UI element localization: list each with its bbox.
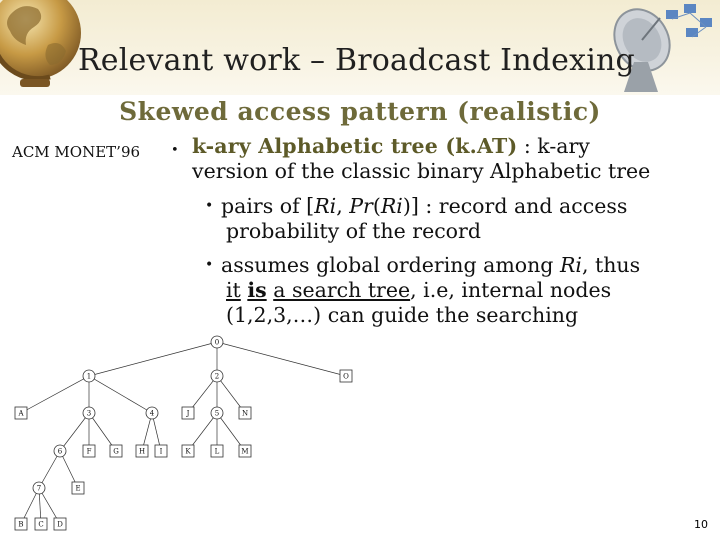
tree-node-label: 5 [215, 410, 219, 418]
tree-leaf [34, 517, 48, 531]
tree-leaf-label: G [113, 448, 119, 456]
tree-node [32, 481, 46, 495]
title-banner [0, 0, 720, 95]
tree-leaf-label: J [186, 410, 190, 418]
sub-bullet-symbol: • [205, 257, 214, 273]
ri-term: Ri [559, 253, 582, 277]
tree-leaf [238, 444, 252, 458]
tree-node [210, 369, 224, 383]
tree-leaf-label: M [241, 448, 248, 456]
tree-node-label: 4 [150, 410, 155, 418]
tree-node [53, 444, 67, 458]
tree-leaf-label: K [185, 448, 191, 456]
slide-title: Relevant work – Broadcast Indexing [78, 43, 635, 78]
tree-node [82, 406, 96, 420]
it-text: it [226, 278, 241, 302]
tree-leaf [53, 517, 67, 531]
ordering-text: assumes global ordering among [221, 253, 560, 277]
tree-leaf-label: H [139, 448, 145, 456]
tree-leaf [154, 444, 168, 458]
tree-node-label: 2 [215, 373, 219, 381]
search-tree-line: it is a search tree, i.e, internal nodes [205, 278, 705, 303]
tree-leaf-label: E [75, 485, 80, 493]
tree-node-label: 7 [37, 485, 41, 493]
tree-node [145, 406, 159, 420]
globe-icon [0, 0, 90, 95]
venue-label: ACM MONET’96 [12, 143, 141, 161]
tree-leaf [181, 444, 195, 458]
tree-node [210, 406, 224, 420]
tree-leaf-label: I [160, 448, 163, 456]
ri-term: Ri [380, 194, 403, 218]
tree-node-label: 1 [87, 373, 91, 381]
slide-number: 10 [694, 518, 708, 531]
tree-leaf-label: B [18, 521, 23, 529]
tree-leaf-label: A [17, 410, 24, 418]
pairs-text: pairs of [ [221, 194, 315, 218]
paren-text: ( [372, 194, 381, 218]
main-bullet-symbol: • [171, 143, 179, 158]
sub-bullet-ordering: •assumes global ordering among Ri, thus … [205, 253, 705, 328]
tree-node-label: 0 [215, 339, 219, 347]
network-computers-icon [666, 4, 712, 38]
tree-leaf [82, 444, 96, 458]
tree-leaf [71, 481, 85, 495]
sub-bullet-symbol: • [205, 198, 214, 214]
tree-node [210, 335, 224, 349]
guide-searching-text: (1,2,3,…) can guide the searching [226, 303, 579, 327]
ri-term: Ri [314, 194, 337, 218]
sub-bullet-pairs: •pairs of [Ri, Pr(Ri)] : record and acce… [205, 194, 705, 244]
tree-leaf-label: D [57, 521, 63, 529]
tree-leaf-label: O [343, 373, 349, 381]
alphabetic-tree-figure: 0 1 2 3 4 5 6 7 A B C D E F G H I J K L [8, 328, 360, 538]
pr-term: Pr [349, 194, 373, 218]
main-bullet-line1: : k-ary [517, 134, 590, 158]
probability-text: probability of the record [226, 219, 481, 243]
is-text: is [247, 278, 267, 302]
tree-leaf-label: N [242, 410, 248, 418]
tree-leaf-label: F [87, 448, 92, 456]
tree-node-label: 6 [58, 448, 63, 456]
tree-leaf [339, 369, 353, 383]
tree-node [82, 369, 96, 383]
tree-leaf-label: C [38, 521, 43, 529]
tree-leaf-label: L [215, 448, 220, 456]
record-access-text: )] : record and access [402, 194, 628, 218]
tree-leaf [181, 406, 195, 420]
satellite-dish-icon [600, 0, 720, 95]
main-bullet-text: k-ary Alphabetic tree (k.AT) : k-ary ver… [192, 134, 712, 184]
tree-leaf [135, 444, 149, 458]
slide-subtitle: Skewed access pattern (realistic) [119, 97, 601, 126]
tree-leaf [238, 406, 252, 420]
tree-leaf [109, 444, 123, 458]
tree-leaf [210, 444, 224, 458]
thus-text: , thus [581, 253, 641, 277]
main-bullet-line2: version of the classic binary Alphabetic… [192, 159, 651, 183]
comma-text: , [336, 194, 350, 218]
tree-leaf [14, 517, 28, 531]
search-tree-text: a search tree [273, 278, 411, 302]
tree-leaf [14, 406, 28, 420]
kat-term: k-ary Alphabetic tree (k.AT) [192, 134, 518, 158]
internal-nodes-text: , i.e, internal nodes [410, 278, 612, 302]
tree-node-label: 3 [87, 410, 91, 418]
